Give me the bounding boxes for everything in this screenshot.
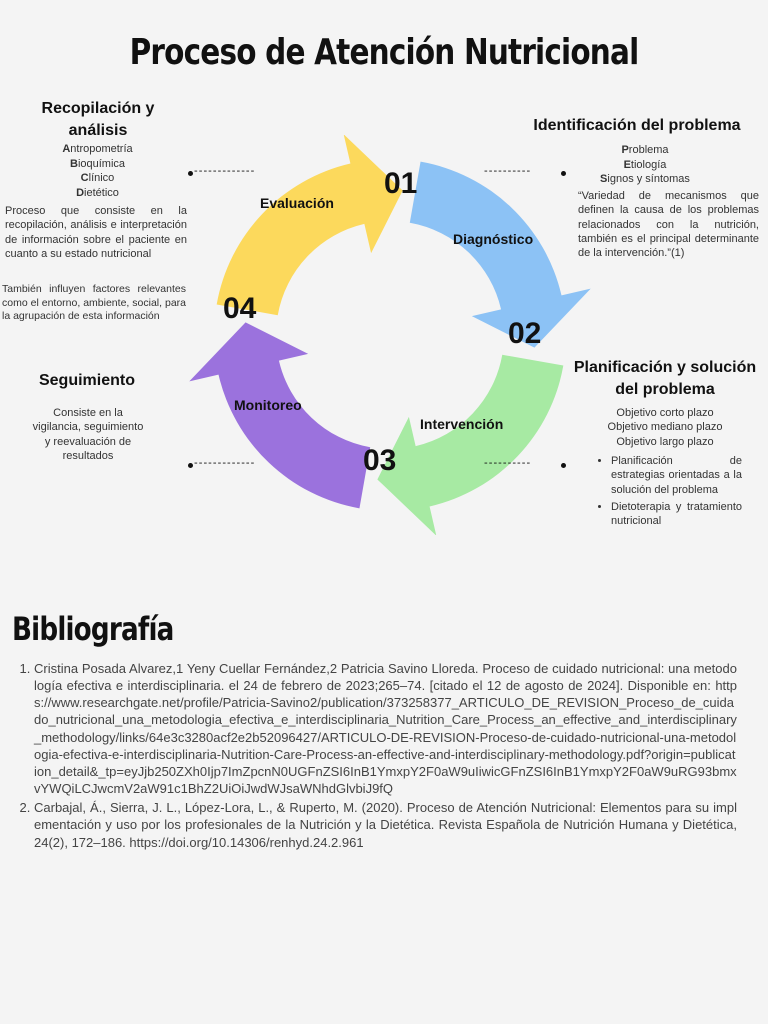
list-item: Etiología bbox=[623, 158, 667, 171]
list-item: Cristina Posada Alvarez,1 Yeny Cuellar F… bbox=[34, 660, 737, 797]
connector-dot bbox=[561, 463, 566, 468]
recopilacion-paragraph: Proceso que consiste en la recopilación,… bbox=[5, 205, 187, 260]
list-item: Objetivo corto plazo bbox=[616, 407, 714, 419]
cycle-arrow-03 bbox=[377, 354, 564, 535]
identificacion-heading: Identificación del problema bbox=[533, 117, 741, 134]
step-03-label: Intervención bbox=[420, 416, 503, 432]
cycle-diagram: 01 Evaluación 02 Diagnóstico 03 Interven… bbox=[189, 135, 591, 535]
list-item: Problema bbox=[621, 144, 669, 156]
step-04-number: 04 bbox=[223, 292, 257, 325]
list-item: Carbajal, Á., Sierra, J. L., López-Lora,… bbox=[34, 799, 737, 850]
identificacion-quote: “Variedad de mecanismos que definen la c… bbox=[578, 190, 759, 260]
seguimiento-text: Consiste en la vigilancia, seguimiento y… bbox=[32, 407, 144, 462]
connector-line: - - - - - - - - - - - - - bbox=[194, 457, 254, 469]
bibliography-heading: Bibliografía bbox=[12, 610, 174, 648]
seguimiento-heading: Seguimiento bbox=[38, 372, 135, 389]
list-item: Bioquímica bbox=[69, 157, 126, 170]
list-item: Objetivo mediano plazo bbox=[607, 421, 723, 434]
cycle-arrow-04 bbox=[189, 322, 371, 509]
connector-dot bbox=[188, 463, 193, 468]
cycle-arrow-01 bbox=[216, 135, 403, 316]
connector-line: - - - - - - - - - - bbox=[484, 457, 530, 469]
connector-line: - - - - - - - - - - bbox=[484, 165, 530, 177]
planificacion-bullets: Planificación de estrategias orientadas … bbox=[595, 454, 742, 531]
bibliography-list: Cristina Posada Alvarez,1 Yeny Cuellar F… bbox=[12, 660, 737, 853]
planificacion-objectives: Objetivo corto plazo Objetivo mediano pl… bbox=[586, 406, 744, 449]
list-item: Objetivo largo plazo bbox=[616, 435, 714, 448]
connector-dot bbox=[188, 171, 193, 176]
step-02-number: 02 bbox=[508, 317, 541, 350]
list-item: Dietético bbox=[76, 186, 119, 199]
step-03-number: 03 bbox=[363, 444, 396, 477]
list-item: Signos y síntomas bbox=[600, 173, 690, 186]
list-item: Antropometría bbox=[62, 143, 133, 155]
recopilacion-note: También influyen factores relevantes com… bbox=[2, 283, 186, 323]
step-01-label: Evaluación bbox=[260, 195, 334, 211]
identificacion-list: Problema Etiología Signos y síntomas bbox=[585, 143, 705, 187]
recopilacion-heading: Recopilación y análisis bbox=[41, 100, 155, 139]
step-04-label: Monitoreo bbox=[234, 397, 302, 413]
planificacion-heading: Planificación y solución del problema bbox=[573, 359, 757, 398]
list-item: Dietoterapia y tratamiento nutricional bbox=[611, 500, 742, 529]
step-02-label: Diagnóstico bbox=[453, 231, 533, 247]
recopilacion-list: Antropometría Bioquímica Clínico Dietéti… bbox=[40, 142, 155, 201]
step-01-number: 01 bbox=[384, 167, 417, 200]
list-item: Planificación de estrategias orientadas … bbox=[611, 454, 742, 497]
connector-dot bbox=[561, 171, 566, 176]
cycle-arrow-02 bbox=[409, 161, 591, 348]
list-item: Clínico bbox=[80, 172, 115, 185]
page-title: Proceso de Atención Nutricional bbox=[129, 32, 640, 73]
connector-line: - - - - - - - - - - - - - bbox=[194, 165, 254, 177]
